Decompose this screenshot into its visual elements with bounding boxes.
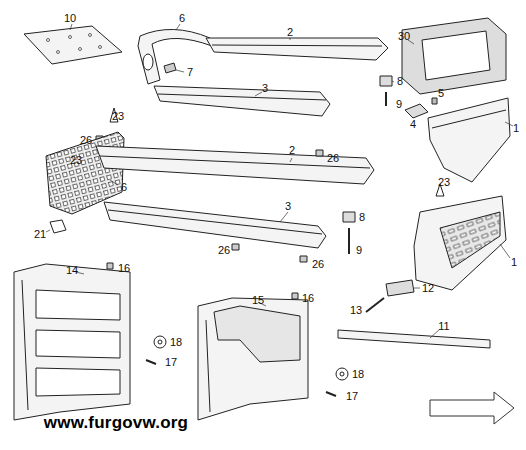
callout-number: 1 [512, 122, 520, 135]
callout-number: 3 [284, 200, 292, 213]
callout-number: 13 [349, 304, 363, 317]
panel [24, 26, 122, 64]
callout-number: 23 [69, 154, 83, 167]
callout-number: 26 [217, 244, 231, 257]
side-panel [198, 298, 308, 420]
callout-number: 18 [169, 336, 183, 349]
callout-number: 5 [437, 87, 445, 100]
callout-number: 7 [186, 66, 194, 79]
callout-number: 30 [397, 30, 411, 43]
callout-number: 2 [288, 144, 296, 157]
step-plate [46, 132, 124, 214]
callout-number: 17 [164, 356, 178, 369]
callout-number: 6 [120, 181, 128, 194]
callout-number: 11 [437, 320, 450, 333]
callout-number: 16 [301, 292, 315, 305]
callout-number: 4 [409, 118, 417, 131]
callout-number: 17 [345, 390, 359, 403]
rail [96, 146, 374, 184]
callout-number: 2 [286, 26, 294, 39]
bar [338, 330, 490, 348]
callout-number: 18 [351, 368, 365, 381]
callout-number: 14 [65, 264, 79, 277]
direction-arrow [430, 392, 514, 424]
callout-number: 3 [261, 82, 269, 95]
rail [104, 202, 326, 248]
callout-number: 10 [63, 12, 77, 25]
step [428, 98, 510, 182]
callout-number: 26 [311, 258, 325, 271]
side-panel [14, 264, 130, 420]
frame [402, 18, 506, 94]
callout-number: 26 [79, 134, 93, 147]
callout-number: 16 [117, 262, 131, 275]
callout-number: 23 [437, 176, 451, 189]
callout-number: 1 [510, 256, 518, 269]
watermark: www.furgovw.org [43, 413, 189, 432]
callout-number: 9 [395, 98, 403, 111]
callout-number: 8 [358, 211, 366, 224]
callout-number: 9 [355, 244, 363, 257]
callout-number: 12 [421, 282, 435, 295]
rail [206, 38, 388, 60]
callout-number: 8 [396, 75, 404, 88]
callout-number: 6 [178, 12, 186, 25]
rail [154, 86, 330, 116]
trim [138, 29, 212, 84]
callout-number: 21 [33, 228, 47, 241]
callout-number: 15 [251, 294, 265, 307]
clip [164, 63, 176, 73]
callout-number: 23 [111, 110, 125, 123]
callout-number: 26 [326, 152, 340, 165]
step [414, 196, 506, 290]
